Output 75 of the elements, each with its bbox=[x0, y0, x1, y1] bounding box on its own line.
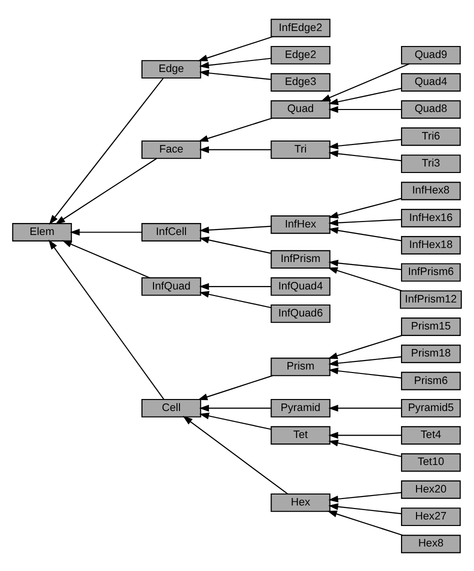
arrow bbox=[199, 412, 272, 430]
node-box: Hex8 bbox=[401, 534, 461, 553]
arrow bbox=[328, 367, 402, 378]
arrow bbox=[328, 492, 402, 502]
arrow bbox=[328, 106, 402, 112]
node-box: Quad9 bbox=[401, 45, 461, 64]
arrow bbox=[70, 228, 142, 236]
node-box: Edge bbox=[141, 60, 202, 78]
node-box: Tri6 bbox=[401, 126, 461, 146]
arrow bbox=[199, 282, 271, 290]
arrow bbox=[199, 57, 271, 68]
node-box: Edge2 bbox=[270, 45, 330, 64]
arrow bbox=[328, 138, 402, 149]
arrow bbox=[55, 158, 157, 224]
node-box: InfPrism6 bbox=[401, 262, 461, 282]
arrow bbox=[328, 150, 402, 161]
node-box: InfPrism bbox=[270, 250, 330, 268]
arrow bbox=[48, 239, 164, 400]
node-box: InfHex18 bbox=[401, 236, 461, 254]
arrow bbox=[328, 259, 402, 270]
node-box: Pyramid bbox=[270, 398, 330, 417]
node-box: InfHex16 bbox=[401, 208, 461, 227]
node-box: InfHex8 bbox=[401, 181, 461, 200]
node-box: Tet4 bbox=[401, 426, 461, 444]
arrow bbox=[328, 87, 402, 105]
node-box: Prism6 bbox=[401, 371, 461, 390]
arrow bbox=[320, 62, 410, 101]
node-box: Cell bbox=[141, 398, 202, 417]
arrow bbox=[198, 117, 272, 142]
arrow bbox=[199, 404, 271, 412]
node-box: Prism15 bbox=[401, 317, 461, 336]
node-box: Hex20 bbox=[401, 480, 461, 498]
arrow bbox=[199, 290, 272, 308]
node-box: InfQuad4 bbox=[270, 276, 330, 296]
arrow bbox=[328, 502, 402, 514]
node-box: InfEdge2 bbox=[270, 18, 330, 37]
node-box: InfCell bbox=[141, 222, 202, 241]
arrow bbox=[62, 240, 150, 278]
arrow bbox=[328, 404, 402, 412]
node-box: InfHex bbox=[270, 214, 330, 234]
arrow bbox=[328, 266, 402, 291]
node-box: InfQuad6 bbox=[270, 304, 330, 322]
arrow bbox=[198, 36, 273, 61]
arrow bbox=[48, 77, 164, 224]
arrow bbox=[328, 356, 402, 366]
arrow bbox=[328, 226, 402, 241]
node-box: Prism bbox=[270, 357, 330, 376]
node-box: Quad8 bbox=[401, 100, 461, 118]
node-box: Tri bbox=[270, 140, 330, 158]
arrow bbox=[327, 510, 403, 536]
arrow bbox=[328, 197, 402, 218]
arrow bbox=[328, 218, 402, 226]
arrow bbox=[182, 415, 288, 494]
arrow bbox=[328, 439, 402, 456]
node-box: Hex bbox=[270, 492, 330, 512]
node-box: Hex27 bbox=[401, 507, 461, 526]
node-box: Quad4 bbox=[401, 72, 461, 92]
node-box: InfQuad bbox=[141, 276, 202, 296]
node-box: Edge3 bbox=[270, 72, 330, 92]
node-box: Tet bbox=[270, 426, 330, 444]
node-box: Quad bbox=[270, 100, 330, 118]
arrow bbox=[328, 431, 402, 438]
arrow bbox=[199, 236, 272, 254]
node-box: Face bbox=[141, 140, 202, 158]
arrow bbox=[328, 334, 402, 359]
arrow bbox=[199, 146, 271, 153]
arrow bbox=[199, 225, 271, 233]
arrow bbox=[198, 374, 273, 400]
node-box: Elem bbox=[12, 222, 72, 241]
arrow bbox=[199, 69, 271, 80]
node-box: InfPrism12 bbox=[400, 290, 462, 308]
node-box: Tet10 bbox=[401, 452, 461, 472]
node-box: Pyramid5 bbox=[401, 398, 461, 417]
node-box: Tri3 bbox=[401, 154, 461, 173]
node-box: Prism18 bbox=[401, 344, 461, 363]
